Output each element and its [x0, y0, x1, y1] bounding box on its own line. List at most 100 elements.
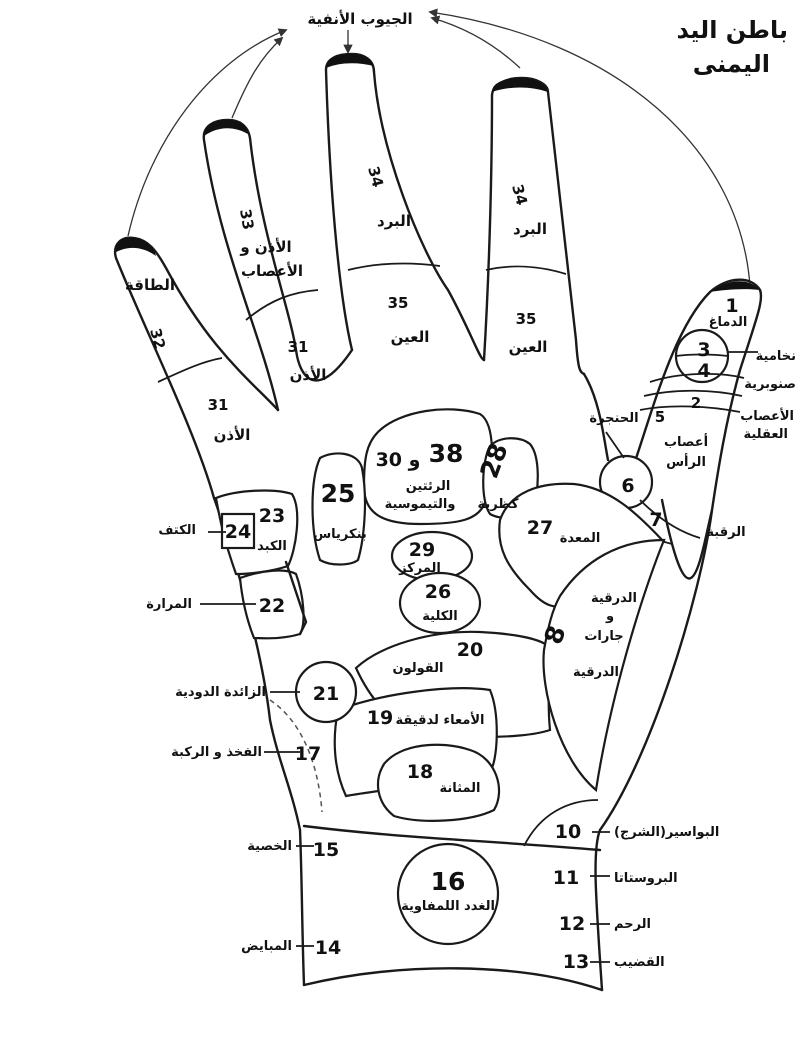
thumb-label-3: نخامية [756, 349, 796, 364]
zone-20-number: 20 [457, 639, 483, 661]
zone-12-number: 12 [559, 913, 585, 935]
middle-label-top: البرد [377, 212, 411, 230]
zone-20-label: القولون [393, 661, 444, 676]
zone-10-label: البواسير(الشرج) [614, 825, 719, 840]
wrist-upper-line [302, 824, 602, 852]
thumb-label-2-line1: الأعصاب [740, 407, 794, 424]
thumb-number-1: 1 [725, 295, 738, 317]
pinky-number-bottom: 31 [208, 396, 229, 414]
zone-6-number: 6 [621, 475, 634, 497]
zone-14-label: المبايض [241, 939, 292, 954]
zone-6-label: الحنجرة [589, 411, 638, 426]
middle-nail [326, 54, 374, 68]
thumb-label-2-line2: العقلية [743, 427, 788, 442]
zone-29-number: 29 [409, 539, 435, 561]
zone-16-label: الغدد اللمفاوية [401, 899, 495, 914]
ring-segment-line [245, 289, 319, 321]
zone-22-label: المرارة [146, 597, 192, 612]
middle-number-bottom: 35 [388, 294, 409, 312]
pinky-label-top: الطاقة [125, 276, 175, 294]
palm-right-outline [594, 508, 714, 992]
zone-23-number: 23 [259, 505, 285, 527]
middle-number-top: 34 [364, 164, 387, 189]
arrow-pinky [127, 28, 288, 237]
zone-15-label: الخصية [247, 839, 292, 854]
zone-21-number: 21 [313, 683, 339, 705]
thumb-line-c [639, 405, 741, 413]
index-number-top: 34 [508, 182, 531, 207]
index-label-bottom: العين [509, 338, 548, 356]
zone-38-label-1: الرئتين [406, 479, 451, 494]
zone-15-number: 15 [313, 839, 339, 861]
thumb-line-b [643, 389, 743, 397]
ring-label-bottom: الأذن [290, 366, 327, 384]
zone-25-number: 25 [321, 479, 356, 508]
zone-10-number: 10 [555, 821, 581, 843]
zone-25-pancreas [311, 452, 367, 566]
thumb-number-4: 4 [697, 360, 710, 382]
zone-8-thyroid [542, 538, 666, 793]
thumb-number-2: 2 [691, 394, 701, 412]
index-thumb-web-outline [582, 372, 610, 462]
zone-17-label: الفخذ و الركبة [171, 745, 262, 760]
zone-13-number: 13 [563, 951, 589, 973]
ring-number-top: 33 [236, 208, 257, 232]
index-number-bottom: 35 [516, 310, 537, 328]
zone-7-line [639, 499, 701, 539]
middle-finger-outline [324, 52, 486, 362]
zone-24-number: 24 [225, 521, 251, 543]
zone-14-number: 14 [315, 937, 341, 959]
zone-17-number: 17 [295, 743, 321, 765]
zone-38-number: 38 [429, 439, 464, 468]
diagram-title-line2: اليمنى [693, 50, 770, 78]
index-label-top: البرد [513, 220, 547, 238]
zone-11-number: 11 [553, 867, 579, 889]
zone-18-label: المثانة [439, 781, 480, 796]
zone-10-arc [523, 799, 599, 847]
ring-nail [204, 120, 248, 136]
zone-8-label-2: و [605, 609, 614, 624]
thumb-label-5-line1: أعصاب [664, 433, 708, 450]
zone-24-shoulder-box [220, 512, 256, 550]
zone-22-number: 22 [259, 595, 285, 617]
pinky-segment-line [157, 357, 223, 383]
zone-28-label: كظرية [477, 497, 519, 512]
zone-18-bladder [376, 743, 501, 822]
zone-25-label: بنكرياس [313, 527, 367, 542]
zone-26-number: 26 [425, 581, 451, 603]
thumb-label-1: الدماغ [709, 315, 748, 330]
index-finger-outline [482, 76, 586, 376]
zone-7-label: الرقبة [706, 525, 745, 540]
zone-7-number: 7 [649, 509, 662, 531]
zone-8-label-4: الدرقية [573, 665, 619, 680]
zone-16-circle [396, 842, 500, 946]
thumb-number-5: 5 [655, 408, 665, 426]
zone-18-number: 18 [407, 761, 433, 783]
arrow-ring [231, 36, 284, 119]
pinky-nail [115, 237, 156, 256]
thumb-label-4: صنوبرية [744, 377, 796, 392]
zone-23-label: الكبد [257, 539, 287, 554]
thumb-line-a [649, 373, 745, 383]
ring-label-top-1: الأذن و [239, 238, 291, 256]
thumb-label-5-line2: الرأس [666, 453, 706, 470]
zone-12-label: الرحم [614, 917, 651, 932]
zone-38-number-2: 30 و [376, 449, 421, 471]
pinky-label-bottom: الأذن [214, 426, 251, 444]
zone-17-dashed-arc [269, 699, 323, 813]
thumb-number-3: 3 [697, 339, 710, 361]
zone-16-number: 16 [431, 867, 466, 896]
arrow-thumb [428, 8, 751, 287]
zone-27-label: المعدة [560, 531, 601, 546]
zone-11-label: البروستاتا [614, 871, 678, 886]
zone-19-number: 19 [367, 707, 393, 729]
zone-22-edge [284, 560, 308, 636]
index-nail [492, 78, 548, 92]
thumb-nail [710, 281, 760, 292]
ring-number-bottom: 31 [288, 338, 309, 356]
zone-26-label: الكلية [422, 609, 457, 624]
zone-27-number: 27 [527, 517, 553, 539]
middle-segment-line [347, 262, 441, 271]
zone-21-label: الزائدة الدودية [175, 685, 266, 700]
ring-label-top-2: الأعصاب [241, 262, 303, 280]
